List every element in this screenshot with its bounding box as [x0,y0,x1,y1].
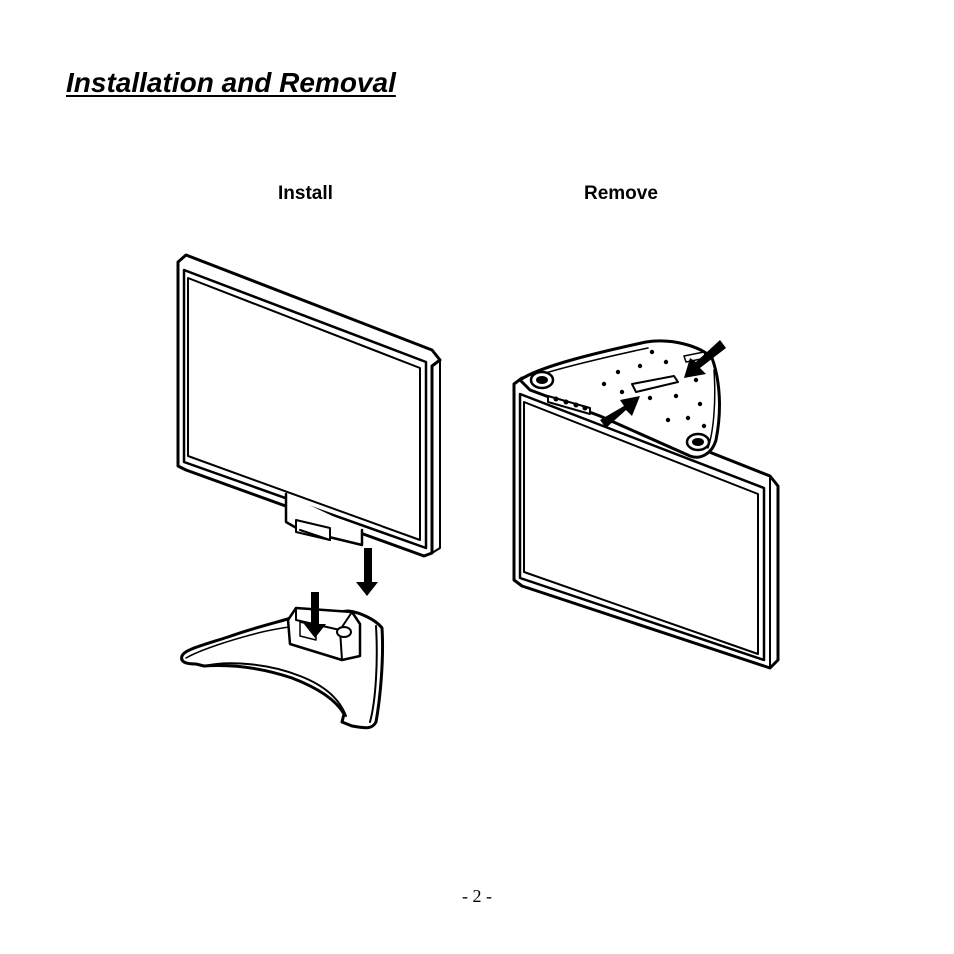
page-number: - 2 - [0,886,954,906]
